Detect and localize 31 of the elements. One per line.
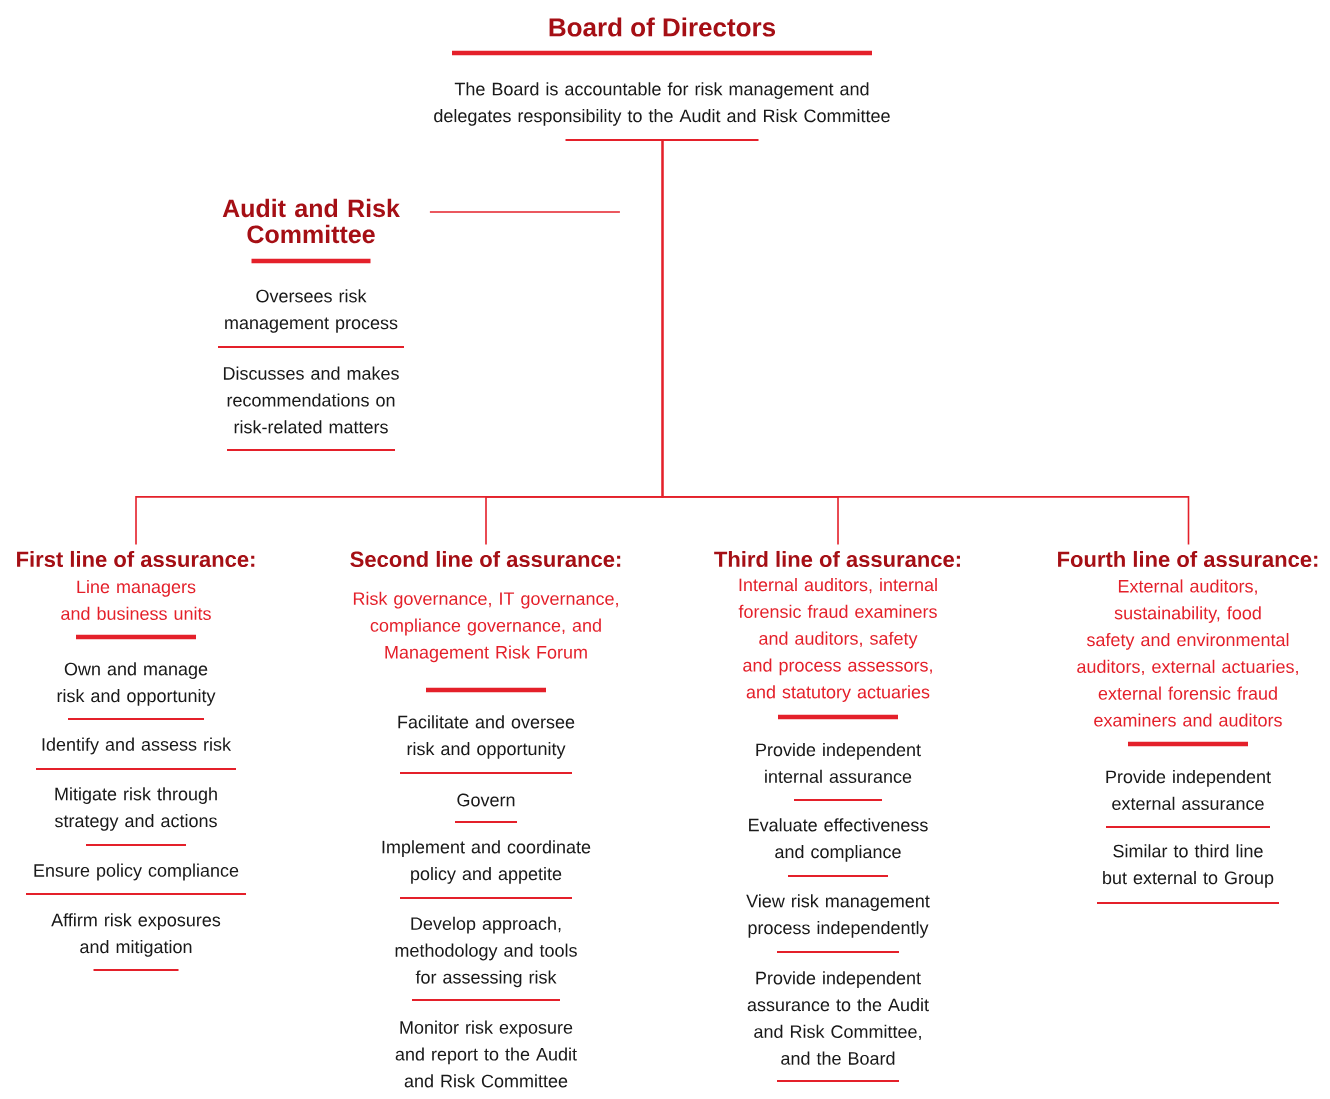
heading: Third line of assurance:: [714, 550, 960, 568]
heading: Audit and Risk Committee: [222, 198, 400, 244]
heading: First line of assurance:: [17, 550, 255, 568]
description-text: Own and manage risk and opportunity: [57, 662, 216, 706]
description-text: View risk management process independently: [746, 894, 930, 938]
description-text: Facilitate and oversee risk and opportunity: [398, 715, 575, 759]
description-text: Oversees risk management process: [225, 289, 398, 333]
subheading: Risk governance, IT governance, compliance governance, and Management Risk Forum: [353, 591, 618, 663]
description-text: Provide independent external assurance: [1106, 770, 1271, 810]
description-text: Evaluate effectiveness and compliance: [749, 818, 928, 862]
description-text: Implement and coordinate policy and appetite: [382, 840, 591, 884]
description-text: Ensure policy compliance: [34, 863, 239, 881]
connector-line: [429, 211, 621, 213]
description-text: Provide independent assurance to the Audit and Risk Committee, and the Board: [747, 971, 929, 1065]
description-text: Govern: [457, 793, 515, 807]
description-text: Monitor risk exposure and report to the Audit and Risk Committee: [395, 1020, 577, 1088]
description-text: Mitigate risk through strategy and actions: [54, 787, 217, 831]
description-text: Affirm risk exposures and mitigation: [51, 913, 221, 957]
description-text: Identify and assess risk: [42, 737, 232, 755]
description-text: The Board is accountable for risk management and delegates responsibility to the Audit and Risk Committee: [434, 82, 890, 126]
heading: Board of Directors: [549, 17, 776, 37]
subheading: Line managers and business units: [61, 580, 211, 620]
description-text: Provide independent internal assurance: [756, 743, 921, 783]
heading: Second line of assurance:: [350, 550, 621, 568]
description-text: Similar to third line but external to Group: [1103, 844, 1274, 888]
subheading: External auditors, sustainability, food safety and environmental auditors, external actuaries, external forensic fraud examiners and auditors: [1077, 579, 1298, 727]
description-text: Discusses and makes recommendations on risk-related matters: [223, 366, 399, 434]
subheading: Internal auditors, internal forensic fraud examiners and auditors, safety and process assessors, and statutory actuaries: [738, 578, 937, 702]
connector-line: [661, 140, 1190, 546]
heading: Fourth line of assurance:: [1058, 550, 1318, 568]
description-text: Develop approach, methodology and tools for assessing risk: [395, 916, 577, 988]
